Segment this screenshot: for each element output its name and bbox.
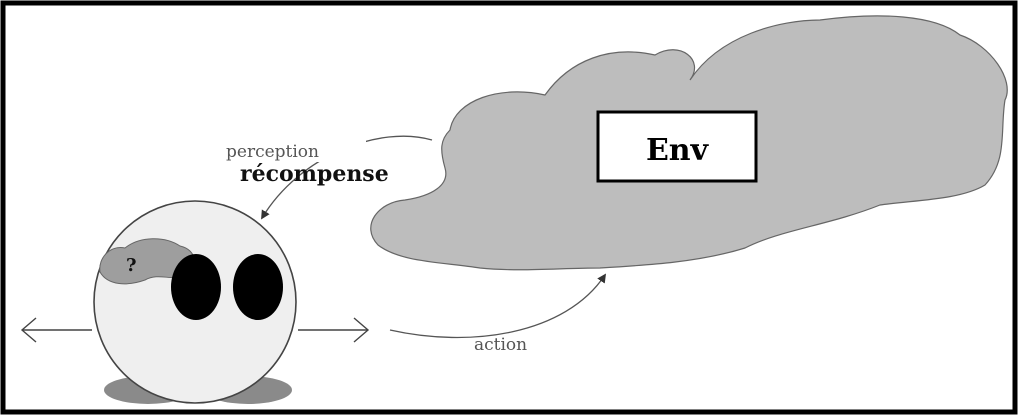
right-eye	[233, 254, 283, 320]
left-eye	[171, 254, 221, 320]
unknown-mark: ?	[126, 255, 137, 276]
reward-label: récompense	[240, 161, 389, 187]
action-label: action	[474, 335, 527, 355]
action-arrow	[390, 275, 605, 337]
perception-label: perception	[226, 142, 319, 162]
environment-label: Env	[646, 133, 710, 168]
agent-figure: ?	[22, 201, 368, 404]
